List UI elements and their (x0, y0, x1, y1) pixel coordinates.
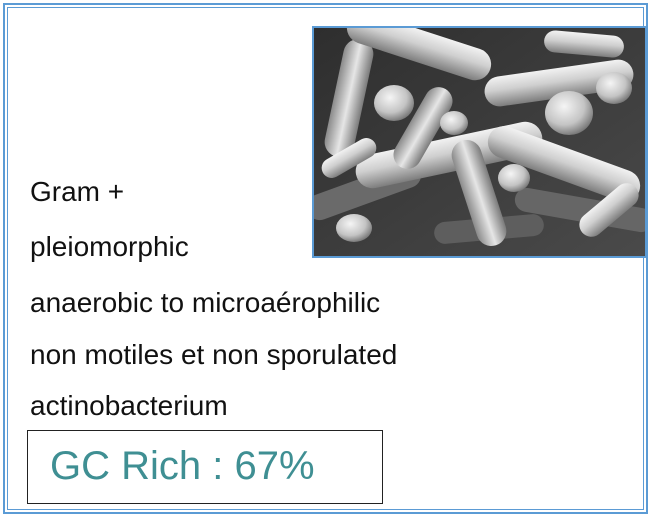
motility-text: non motiles et non sporulated (30, 339, 398, 370)
gram-stain-text: Gram + (30, 176, 125, 207)
gc-content-box: GC Rich : 67% (27, 430, 383, 504)
gc-content-label: GC Rich : 67% (50, 444, 315, 488)
morphology-text: pleiomorphic (30, 231, 189, 262)
inner-frame (7, 7, 644, 510)
electron-micrograph-image (312, 26, 647, 258)
oxygen-requirement-text: anaerobic to microaérophilic (30, 287, 381, 318)
classification-text: actinobacterium (30, 390, 228, 421)
